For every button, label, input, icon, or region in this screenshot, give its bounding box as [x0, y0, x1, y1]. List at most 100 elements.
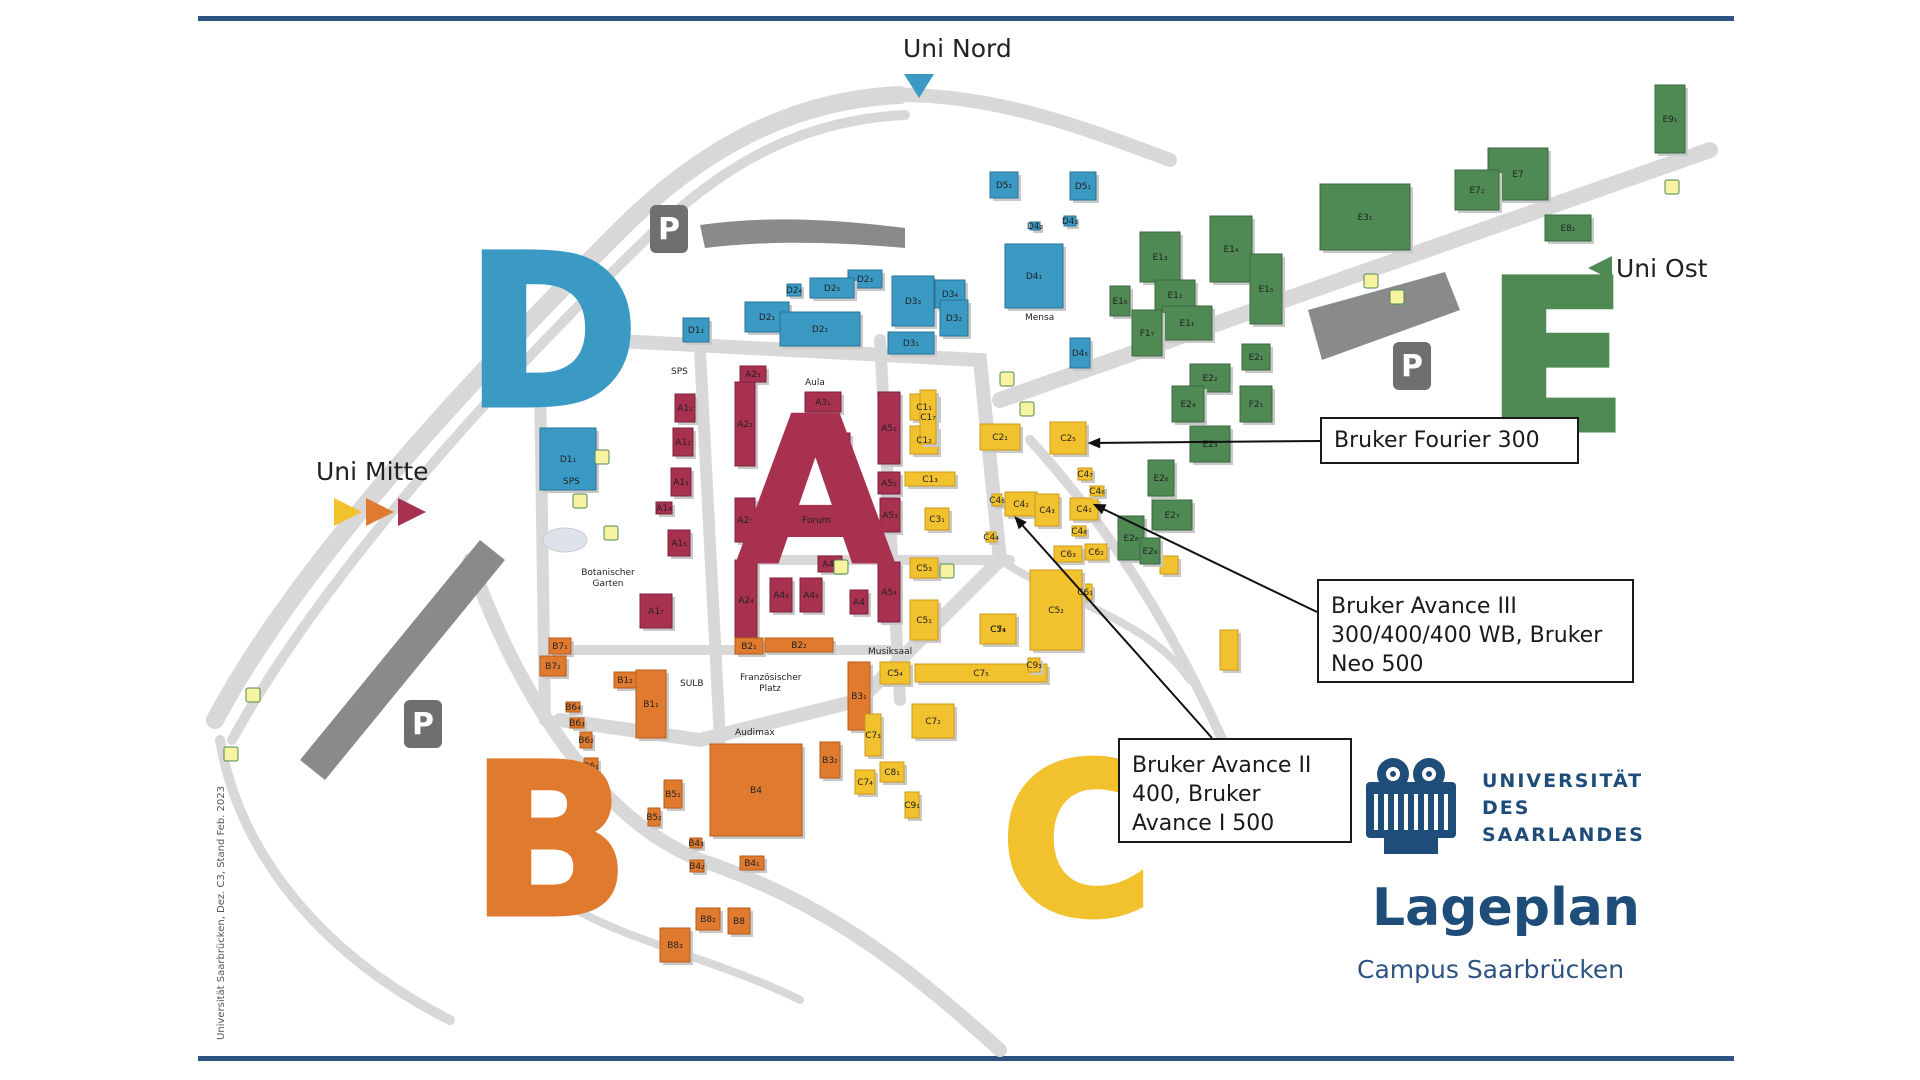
building-b[interactable]: [819, 741, 841, 779]
building-d[interactable]: [539, 427, 597, 491]
building-c[interactable]: [1084, 543, 1108, 561]
building-b[interactable]: [709, 743, 803, 837]
building-c[interactable]: [919, 389, 937, 445]
building-c[interactable]: [1049, 421, 1087, 455]
building-e[interactable]: [1139, 231, 1181, 283]
building-e[interactable]: [1654, 84, 1686, 154]
building-c[interactable]: [1071, 525, 1087, 537]
building-b[interactable]: [764, 637, 834, 653]
building-b[interactable]: [663, 779, 683, 809]
building-a[interactable]: [769, 577, 793, 613]
building-a[interactable]: [799, 577, 823, 613]
building-c[interactable]: [854, 769, 876, 795]
building-a[interactable]: [639, 593, 673, 629]
building-d[interactable]: [786, 283, 802, 297]
building-c[interactable]: [904, 471, 956, 487]
building-a[interactable]: [734, 381, 756, 467]
building-b[interactable]: [727, 907, 751, 935]
building-e[interactable]: [1454, 169, 1500, 211]
building-a[interactable]: [877, 391, 901, 465]
bus-stop-icon: [1664, 179, 1680, 195]
building-c[interactable]: [985, 531, 997, 543]
building-d[interactable]: [682, 317, 710, 343]
building-a[interactable]: [674, 393, 696, 423]
building-a[interactable]: [827, 432, 851, 458]
building-e[interactable]: [1147, 459, 1175, 497]
building-a[interactable]: [877, 561, 901, 623]
building-a[interactable]: [734, 497, 756, 543]
building-c[interactable]: [911, 703, 955, 739]
building-d[interactable]: [891, 275, 935, 327]
building-d[interactable]: [809, 277, 855, 299]
building-d[interactable]: [1029, 221, 1041, 231]
building-b[interactable]: [583, 757, 599, 775]
building-b[interactable]: [565, 701, 581, 713]
building-e[interactable]: [1151, 499, 1193, 531]
building-c[interactable]: [1034, 493, 1060, 527]
building-c[interactable]: [904, 791, 920, 819]
building-a[interactable]: [670, 467, 692, 497]
building-c[interactable]: [864, 713, 882, 757]
building-b[interactable]: [695, 907, 721, 931]
building-b[interactable]: [689, 837, 703, 849]
building-e[interactable]: [1171, 385, 1205, 423]
building-e[interactable]: [1154, 279, 1196, 311]
building-d[interactable]: [1004, 243, 1064, 309]
building-d[interactable]: [1069, 171, 1097, 201]
building-b[interactable]: [847, 661, 871, 731]
building-c[interactable]: [1089, 485, 1105, 497]
building-b[interactable]: [659, 927, 691, 963]
building-c[interactable]: [1053, 545, 1083, 563]
building-e[interactable]: [1209, 215, 1253, 283]
building-c[interactable]: [879, 761, 905, 783]
entrance-label-east: Uni Ost: [1616, 254, 1708, 283]
building-d[interactable]: [1063, 215, 1077, 227]
building-c[interactable]: [1077, 467, 1093, 481]
building-e[interactable]: [1189, 425, 1231, 463]
building-e[interactable]: [1239, 385, 1273, 423]
building-c[interactable]: [879, 661, 911, 685]
building-d[interactable]: [779, 311, 861, 347]
building-a[interactable]: [667, 529, 691, 557]
building-c[interactable]: [1027, 657, 1041, 673]
building-e[interactable]: [1139, 537, 1161, 565]
building-d[interactable]: [939, 299, 969, 337]
building-b[interactable]: [548, 637, 572, 655]
building-c[interactable]: [924, 507, 950, 531]
building-a[interactable]: [804, 391, 842, 413]
building-b[interactable]: [647, 807, 661, 827]
building-b[interactable]: [539, 655, 567, 677]
building-c[interactable]: [991, 493, 1003, 507]
building-c[interactable]: [979, 613, 1017, 645]
place-forum: Forum: [802, 516, 831, 526]
building-d[interactable]: [1069, 337, 1091, 369]
building-c[interactable]: [914, 663, 1048, 683]
building-e[interactable]: [1131, 309, 1163, 357]
building-b[interactable]: [739, 855, 765, 871]
building-a[interactable]: [655, 501, 673, 515]
building-c[interactable]: [1219, 629, 1239, 671]
building-e[interactable]: [1241, 343, 1271, 371]
building-b[interactable]: [579, 731, 593, 749]
building-a[interactable]: [877, 471, 901, 495]
building-a[interactable]: [791, 431, 815, 457]
building-e[interactable]: [1544, 214, 1592, 242]
building-e[interactable]: [1109, 285, 1131, 317]
building-c[interactable]: [909, 557, 939, 579]
building-e[interactable]: [1249, 253, 1283, 325]
building-b[interactable]: [569, 717, 585, 729]
building-a[interactable]: [879, 497, 901, 533]
building-d[interactable]: [887, 331, 935, 355]
building-b[interactable]: [635, 669, 667, 739]
building-b[interactable]: [689, 859, 705, 873]
building-e[interactable]: [1319, 183, 1411, 251]
zone-letter-b: B: [467, 719, 632, 964]
building-c[interactable]: [979, 423, 1021, 451]
building-c[interactable]: [909, 599, 939, 641]
building-label: C4₈: [1071, 527, 1087, 537]
building-a[interactable]: [672, 427, 694, 457]
building-a[interactable]: [849, 589, 869, 615]
building-b[interactable]: [734, 637, 764, 655]
building-d[interactable]: [989, 171, 1019, 199]
